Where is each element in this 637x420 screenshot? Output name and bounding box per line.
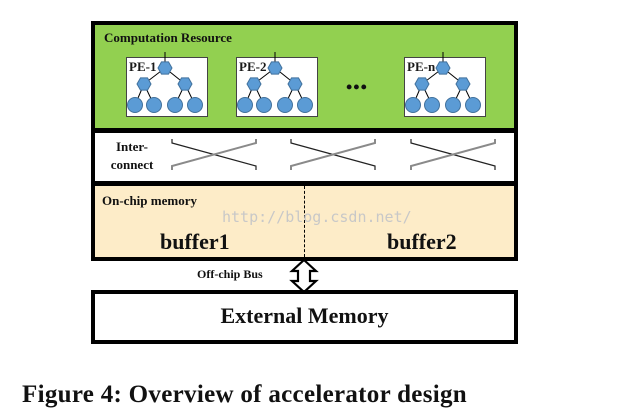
pe-leaf-node bbox=[445, 97, 461, 113]
crossbar-line-grey bbox=[410, 139, 496, 170]
pe-leaf-node bbox=[465, 97, 481, 113]
pe-root-node bbox=[435, 61, 451, 75]
pe-root-node bbox=[267, 61, 283, 75]
pe-tree-icon bbox=[127, 52, 203, 113]
pe-mid-node bbox=[287, 77, 303, 91]
interconnect-label-line1: Inter- bbox=[115, 139, 148, 154]
crossbar-line-grey bbox=[290, 139, 376, 170]
pe-leaf-node bbox=[146, 97, 162, 113]
crossbar-line-grey bbox=[171, 139, 257, 170]
figure-caption: Figure 4: Overview of accelerator design bbox=[22, 381, 467, 408]
off-chip-bus-label: Off-chip Bus bbox=[197, 267, 263, 281]
on-chip-memory-title: On-chip memory bbox=[102, 193, 197, 208]
pe-root-node bbox=[157, 61, 173, 75]
external-memory-block bbox=[91, 290, 518, 344]
pe-mid-node bbox=[414, 77, 430, 91]
pe-leaf-node bbox=[127, 97, 143, 113]
computation-resource-title: Computation Resource bbox=[104, 30, 232, 45]
pe-leaf-node bbox=[297, 97, 313, 113]
buffer2-label: buffer2 bbox=[387, 229, 457, 254]
pe-mid-node bbox=[455, 77, 471, 91]
external-memory-label: External Memory bbox=[220, 303, 389, 328]
pe-leaf-node bbox=[277, 97, 293, 113]
pe-leaf-node bbox=[405, 97, 421, 113]
buffer1-label: buffer1 bbox=[160, 229, 230, 254]
interconnect-label-line2: connect bbox=[110, 157, 154, 172]
ellipsis: ••• bbox=[346, 77, 368, 97]
pe-leaf-node bbox=[237, 97, 253, 113]
pe-leaf-node bbox=[187, 97, 203, 113]
buffer-divider bbox=[304, 186, 305, 257]
watermark: http://blog.csdn.net/ bbox=[222, 208, 412, 226]
pe-label: PE-n bbox=[407, 59, 436, 74]
pe-tree-icon bbox=[237, 52, 313, 113]
pe-leaf-node bbox=[424, 97, 440, 113]
pe-2-box: PE-2 bbox=[236, 52, 318, 117]
pe-label: PE-1 bbox=[129, 59, 157, 74]
pe-n-box: PE-n bbox=[404, 52, 486, 117]
pe-1-box: PE-1 bbox=[126, 52, 208, 117]
pe-mid-node bbox=[246, 77, 262, 91]
pe-label: PE-2 bbox=[239, 59, 267, 74]
pe-tree-icon bbox=[405, 52, 481, 113]
pe-leaf-node bbox=[167, 97, 183, 113]
pe-mid-node bbox=[177, 77, 193, 91]
pe-leaf-node bbox=[256, 97, 272, 113]
pe-mid-node bbox=[136, 77, 152, 91]
interconnect-label: Inter- connect bbox=[110, 138, 154, 174]
